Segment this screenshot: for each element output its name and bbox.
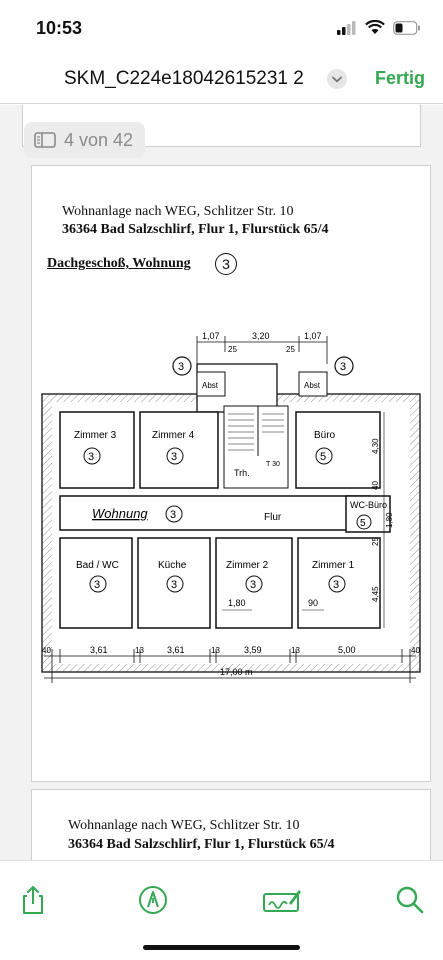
door-rating-label: T 30 — [266, 461, 280, 468]
svg-text:40: 40 — [411, 646, 420, 655]
signature-icon — [263, 890, 301, 912]
svg-text:3: 3 — [250, 579, 256, 591]
document-title[interactable]: SKM_C224e18042615231 2 — [64, 68, 304, 89]
abst-left-box — [196, 371, 226, 397]
room-wc-buero — [345, 495, 391, 533]
top-dim-2: 3,20 — [252, 331, 270, 341]
room-label-zimmer-2: Zimmer 2 — [226, 560, 269, 571]
stair-label: Trh. — [234, 468, 250, 478]
search-button[interactable] — [393, 883, 427, 917]
svg-text:3: 3 — [94, 579, 100, 591]
inner-dim-1: 1,80 — [228, 598, 246, 608]
room-zimmer-1 — [297, 537, 381, 629]
room-buero — [295, 411, 381, 489]
room-zimmer-4 — [139, 411, 219, 489]
status-icons — [337, 20, 421, 35]
abst-right-label: Abst — [304, 381, 321, 390]
side-dim-3: 1,80 — [385, 512, 394, 528]
room-label-zimmer-4: Zimmer 4 — [152, 430, 195, 441]
svg-text:5,00: 5,00 — [338, 645, 356, 655]
search-icon — [396, 886, 424, 914]
svg-text:3: 3 — [88, 451, 94, 463]
abst-left-label: Abst — [202, 381, 219, 390]
share-button[interactable] — [16, 883, 50, 917]
side-dim-1: 4,30 — [371, 438, 380, 454]
markup-pen-icon — [139, 886, 167, 914]
page-indicator-label: 4 von 42 — [64, 129, 134, 150]
svg-text:13: 13 — [291, 646, 300, 655]
svg-text:5: 5 — [320, 451, 326, 463]
next-page-parcel-line: 36364 Bad Salzschlirf, Flur 1, Flurstück… — [68, 837, 335, 852]
svg-text:3: 3 — [171, 451, 177, 463]
next-page[interactable]: Wohnanlage nach WEG, Schlitzer Str. 10 3… — [31, 789, 431, 860]
marker-right: 3 — [340, 361, 346, 373]
share-icon — [23, 886, 43, 914]
document-address-line: Wohnanlage nach WEG, Schlitzer Str. 10 — [62, 204, 294, 219]
page-indicator[interactable]: 4 von 42 — [24, 122, 146, 158]
floor-number-circle: 3 — [215, 253, 237, 275]
svg-text:3: 3 — [333, 579, 339, 591]
room-label-zimmer-3: Zimmer 3 — [74, 430, 117, 441]
svg-text:13: 13 — [211, 646, 220, 655]
done-button[interactable]: Fertig — [374, 68, 425, 88]
floor-heading: Dachgeschoß, Wohnung — [47, 256, 191, 271]
signature-button[interactable] — [262, 883, 302, 917]
side-dim-4: 25 — [371, 537, 380, 546]
room-label-kueche: Küche — [158, 560, 187, 571]
document-viewer[interactable]: 4 von 42 Wohnanlage nach WEG, Schlitzer … — [0, 105, 443, 860]
total-dim: 17,00 m — [220, 667, 253, 677]
top-dim-1: 1,07 — [202, 331, 220, 341]
status-time: 10:53 — [36, 18, 83, 38]
wifi-icon — [365, 20, 385, 34]
home-indicator[interactable] — [143, 945, 300, 950]
corridor-label: Flur — [264, 512, 282, 523]
room-zimmer-2 — [215, 537, 293, 629]
top-dim-5: 25 — [286, 345, 295, 354]
document-parcel-line: 36364 Bad Salzschlirf, Flur 1, Flurstück… — [62, 222, 329, 237]
top-dim-4: 25 — [228, 345, 237, 354]
markup-button[interactable] — [136, 883, 170, 917]
chevron-down-icon — [332, 76, 342, 83]
room-label-zimmer-1: Zimmer 1 — [312, 560, 355, 571]
navigation-bar: SKM_C224e18042615231 2 Fertig — [0, 56, 443, 104]
svg-text:40: 40 — [42, 646, 51, 655]
top-dim-3: 1,07 — [304, 331, 322, 341]
side-dim-2: 40 — [371, 481, 380, 490]
room-label-buero: Büro — [314, 430, 336, 441]
room-bad-wc — [59, 537, 133, 629]
inner-dim-2: 90 — [308, 598, 318, 608]
room-kueche — [137, 537, 211, 629]
svg-text:3: 3 — [170, 509, 176, 521]
side-dim-5: 4,45 — [371, 586, 380, 602]
room-label-bad-wc: Bad / WC — [76, 560, 119, 571]
status-bar: 10:53 — [0, 0, 443, 56]
next-page-address-line: Wohnanlage nach WEG, Schlitzer Str. 10 — [68, 818, 300, 833]
svg-text:3,61: 3,61 — [90, 645, 108, 655]
title-menu-button[interactable] — [327, 69, 347, 89]
floor-plan: Abst Abst 3 3 1,07 3,20 1,07 25 25 — [41, 331, 421, 683]
svg-text:3,59: 3,59 — [244, 645, 262, 655]
marker-left: 3 — [178, 361, 184, 373]
room-label-wc-buero: WC-Büro — [350, 500, 387, 510]
bottom-toolbar — [0, 860, 443, 960]
cellular-signal-icon — [337, 20, 356, 35]
current-page[interactable]: Wohnanlage nach WEG, Schlitzer Str. 10 3… — [31, 165, 431, 782]
svg-text:3: 3 — [171, 579, 177, 591]
abst-right-box — [298, 371, 328, 397]
sidebar-icon — [34, 132, 56, 148]
svg-text:3,61: 3,61 — [167, 645, 185, 655]
apartment-label: Wohnung — [92, 506, 148, 521]
battery-icon — [393, 20, 420, 35]
svg-text:5: 5 — [360, 518, 366, 529]
svg-text:13: 13 — [135, 646, 144, 655]
